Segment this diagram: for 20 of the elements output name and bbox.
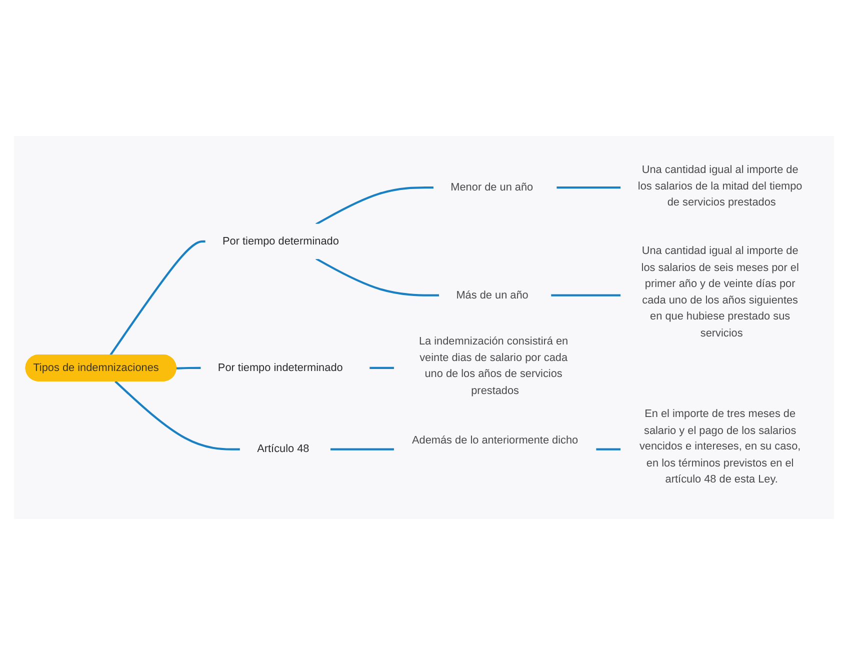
connector xyxy=(550,294,621,297)
node-text: En el importe de tres meses de salario y el pago de los salarios vencidos e intereses, en su caso, en los términos previstos en el artículo 48 de esta Ley. xyxy=(639,407,801,486)
connector xyxy=(369,367,394,370)
node-text: Por tiempo determinado xyxy=(222,234,339,248)
connector xyxy=(556,186,621,189)
node-text: La indemnización consistirá en veinte dias de salario por cada uno de los años de servicios prestados xyxy=(418,334,568,396)
node-text: Menor de un año xyxy=(450,180,534,194)
connector xyxy=(114,380,240,451)
connector xyxy=(109,240,206,356)
node-text: Una cantidad igual al importe de los salarios de la mitad del tiempo de servicios prestados xyxy=(638,163,802,208)
connector xyxy=(316,258,440,297)
connector xyxy=(596,448,621,451)
node-text: Artículo 48 xyxy=(257,442,310,456)
connector xyxy=(330,448,394,451)
node-text: Además de lo anteriormente dicho xyxy=(412,434,578,446)
connector xyxy=(176,367,202,370)
node-text: Más de un año xyxy=(456,288,528,302)
connector xyxy=(316,186,434,226)
node-text: Por tiempo indeterminado xyxy=(218,361,343,374)
node-text: Una cantidad igual al importe de los salarios de seis meses por el primer año y de veinte días por cada uno de los años siguientes en que hubiese prestado sus servicios xyxy=(641,244,799,339)
